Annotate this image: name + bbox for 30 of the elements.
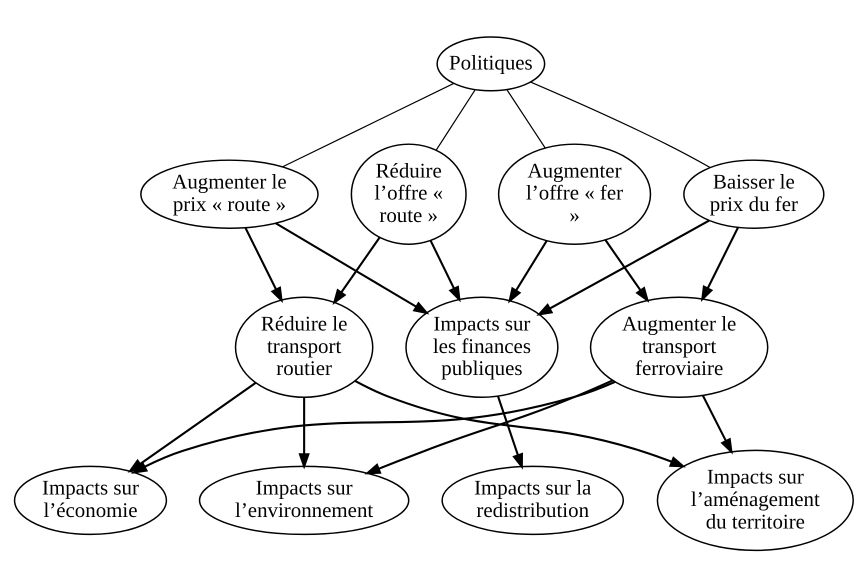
- connector: [436, 90, 476, 150]
- node-ellipse: Impacts sur l’économie: [14, 466, 168, 536]
- node-ellipse: Augmenter l’offre « fer »: [498, 143, 652, 245]
- arrow: [131, 380, 616, 474]
- node-ellipse: Impacts sur l’environnement: [198, 466, 410, 536]
- node-ellipse: Baisser le prix du fer: [683, 159, 825, 229]
- connector: [530, 81, 710, 168]
- arrow: [496, 396, 524, 470]
- node-ellipse: Réduire le transport routier: [234, 296, 374, 398]
- arrow: [354, 380, 686, 468]
- arrow: [536, 220, 710, 316]
- node-ellipse: Politiques: [436, 36, 546, 92]
- node-ellipse: Impacts sur la redistribution: [441, 466, 624, 536]
- arrow: [604, 239, 650, 303]
- arrow: [298, 397, 310, 470]
- node-ellipse: Réduire l’offre « route »: [350, 143, 467, 245]
- node-ellipse: Impacts sur l’aménagement du territoire: [656, 450, 854, 552]
- arrow: [364, 380, 613, 474]
- arrow: [332, 236, 381, 306]
- node-ellipse: Augmenter le prix « route »: [140, 159, 319, 229]
- arrow: [508, 240, 548, 304]
- arrow: [430, 240, 461, 302]
- arrow: [244, 227, 283, 304]
- arrow: [702, 394, 733, 455]
- node-ellipse: Impacts sur les finances publiques: [405, 296, 559, 398]
- arrow: [275, 222, 430, 315]
- arrow: [700, 227, 739, 302]
- connector: [506, 90, 546, 148]
- connector: [282, 82, 454, 168]
- node-ellipse: Augmenter le transport ferroviaire: [590, 296, 768, 398]
